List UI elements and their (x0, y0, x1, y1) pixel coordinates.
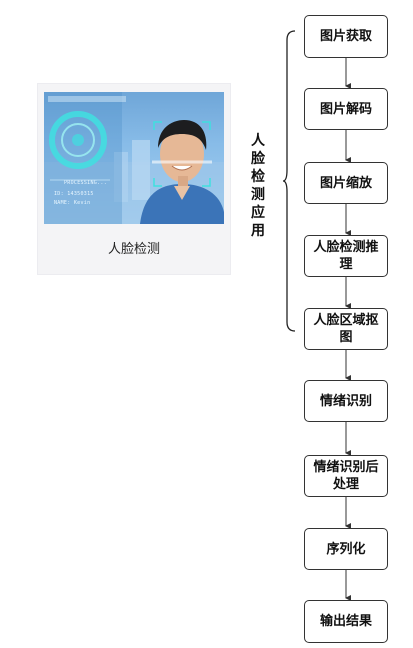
node-face-detection-inference: 人脸检测推理 (304, 235, 388, 277)
face-detection-photo: PROCESSING... ID: 14350315 NAME: Kevin (44, 92, 224, 224)
hud-name-text: NAME: Kevin (54, 200, 91, 206)
face-photo-illustration (44, 92, 224, 224)
node-emotion-postprocess: 情绪识别后处理 (304, 455, 388, 497)
node-serialize: 序列化 (304, 528, 388, 570)
node-image-acquire: 图片获取 (304, 15, 388, 58)
node-image-resize: 图片缩放 (304, 162, 388, 204)
hud-id-text: ID: 14350315 (54, 191, 94, 197)
group-title: 人脸检测应用 (251, 133, 265, 239)
node-image-decode: 图片解码 (304, 88, 388, 130)
card-caption: 人脸检测 (107, 242, 160, 257)
node-output-result: 输出结果 (304, 600, 388, 643)
face-detection-card: PROCESSING... ID: 14350315 NAME: Kevin 人… (38, 84, 230, 274)
group-brace (283, 30, 296, 332)
node-emotion-recognition: 情绪识别 (304, 380, 388, 422)
hud-processing-text: PROCESSING... (64, 180, 108, 186)
node-face-crop: 人脸区域抠图 (304, 308, 388, 350)
